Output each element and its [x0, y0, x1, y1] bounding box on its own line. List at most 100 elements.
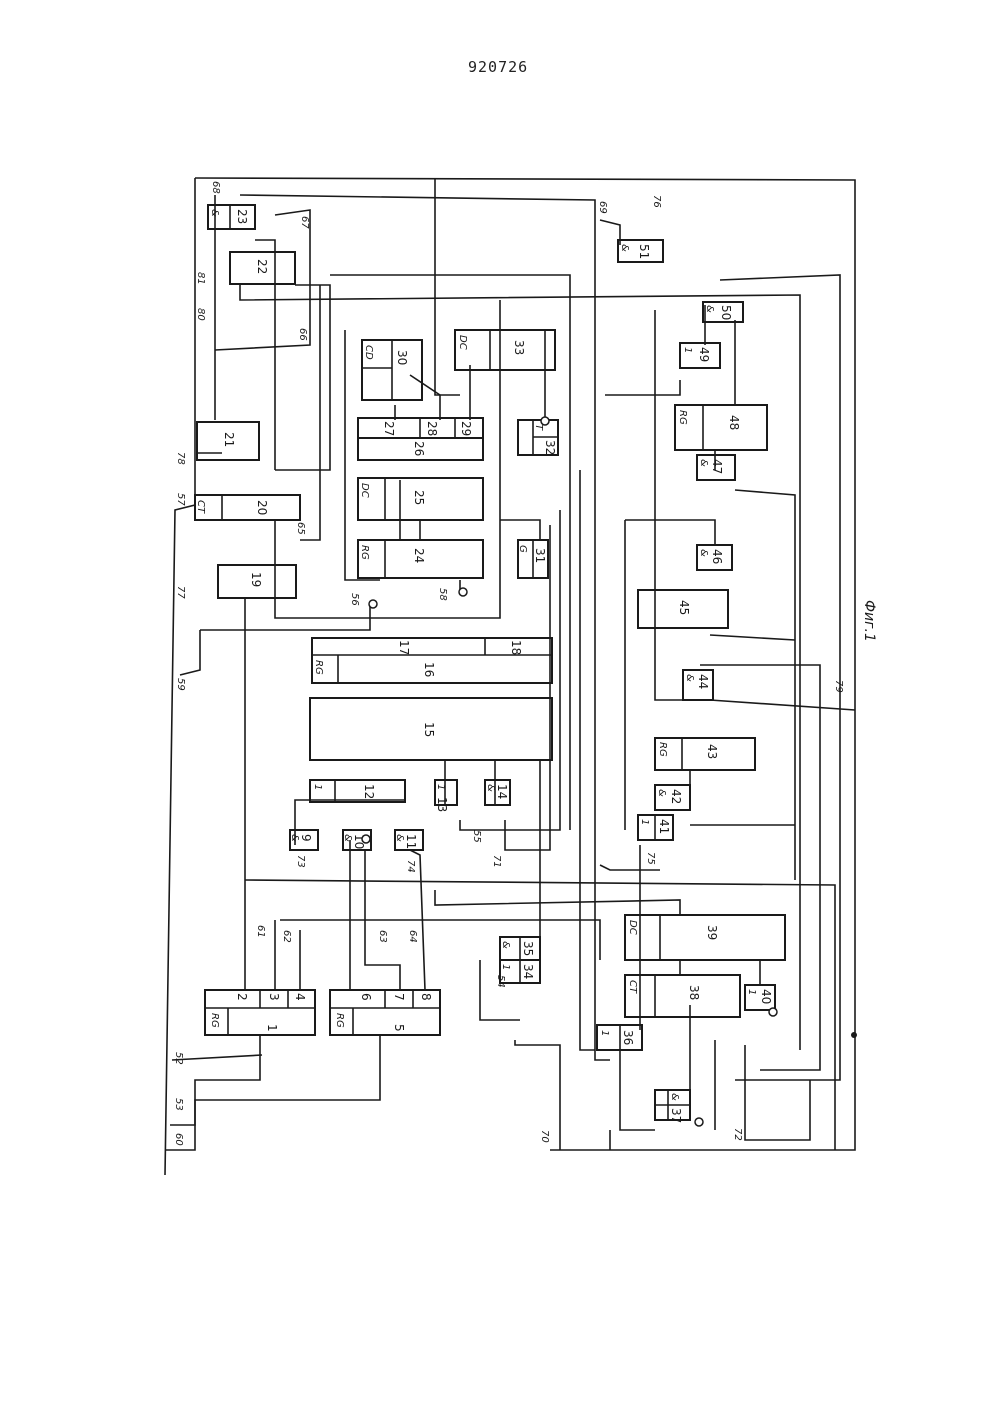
- block-label: 24: [412, 548, 426, 563]
- block-type-label: 1: [639, 819, 650, 825]
- block-label: 21: [222, 432, 236, 447]
- block-label: 17: [397, 640, 411, 655]
- wire-label: 80: [195, 308, 206, 321]
- block-label: 9: [299, 834, 313, 842]
- wire-label: 60: [173, 1133, 184, 1146]
- block-label: 25: [412, 490, 426, 505]
- wire-labels: 52 53 54 55 56 57 58 59 60 61 62 63 64 6…: [173, 181, 844, 1146]
- block-type-label: G: [517, 545, 528, 553]
- block-label: 14: [495, 784, 509, 799]
- block-label: 48: [727, 415, 741, 430]
- block-type-label: &: [289, 834, 300, 842]
- block-type-label: &: [394, 834, 405, 842]
- wire-label: 72: [732, 1128, 743, 1141]
- wire-label: 59: [175, 678, 186, 691]
- block-type-label: DC: [627, 920, 638, 935]
- block-type-label: RG: [334, 1013, 345, 1028]
- wire-label: 79: [833, 680, 844, 693]
- wire-label: 81: [195, 272, 206, 285]
- blocks: [195, 205, 785, 1120]
- block-label: 19: [249, 572, 263, 587]
- block-label: 5: [392, 1024, 406, 1032]
- wire-label: 58: [437, 588, 448, 601]
- wire-label: 63: [377, 930, 388, 943]
- block-type-label: CT: [627, 980, 638, 994]
- block-label: 3: [267, 993, 281, 1001]
- block-label: 51: [637, 244, 651, 259]
- block-label: 37: [669, 1108, 683, 1123]
- block-label: 41: [657, 819, 671, 834]
- block-type-label: &: [209, 209, 220, 217]
- block-label: 23: [235, 209, 249, 224]
- block-label: 44: [696, 674, 710, 689]
- block-33: [455, 330, 555, 370]
- block-label: 29: [459, 421, 473, 436]
- wire-label: 52: [173, 1052, 184, 1065]
- block-label: 47: [710, 459, 724, 474]
- block-label: 34: [521, 964, 535, 979]
- block-type-label: &: [698, 549, 709, 557]
- block-label: 1: [265, 1024, 279, 1032]
- wire-label: 56: [349, 593, 360, 606]
- block-label: 11: [404, 834, 418, 849]
- wire-label: 71: [491, 855, 502, 868]
- block-type-label: RG: [313, 660, 324, 675]
- block-label: 43: [705, 744, 719, 759]
- wire-label: 66: [297, 328, 308, 341]
- block-label: 46: [710, 549, 724, 564]
- block-label: 8: [419, 993, 433, 1001]
- block-type-label: 1: [500, 964, 511, 970]
- block-label: 26: [412, 441, 426, 456]
- block-type-label: DC: [359, 483, 370, 498]
- block-type-label: &: [698, 459, 709, 467]
- wire-label: 78: [175, 452, 186, 465]
- block-label: 35: [521, 941, 535, 956]
- wire-label: 55: [471, 830, 482, 843]
- block-type-label: DC: [457, 335, 468, 350]
- wire-label: 73: [295, 855, 306, 868]
- wire-label: 57: [175, 493, 186, 506]
- block-type-label: 1: [312, 784, 323, 790]
- block-label: 31: [533, 548, 547, 563]
- block-label: 39: [705, 925, 719, 940]
- wire-label: 68: [210, 181, 221, 194]
- block-type-label: 1: [746, 989, 757, 995]
- block-type-label: &: [619, 244, 630, 252]
- wire-label: 65: [295, 522, 306, 535]
- wire-label: 77: [175, 586, 186, 599]
- block-type-label: RG: [677, 410, 688, 425]
- block-label: 18: [509, 640, 523, 655]
- block-label: 20: [255, 500, 269, 515]
- block-label: 22: [255, 259, 269, 274]
- block-label: 6: [359, 993, 373, 1001]
- wire-label: 53: [173, 1098, 184, 1111]
- block-type-label: RG: [359, 545, 370, 560]
- block-20: [195, 495, 300, 520]
- block-type-label: CT: [195, 500, 206, 514]
- block-label: 16: [422, 662, 436, 677]
- block-label: 50: [719, 305, 733, 320]
- block-type-label: T: [533, 424, 544, 431]
- wire-label: 61: [255, 925, 266, 938]
- block-type-label: 1: [599, 1030, 610, 1036]
- block-label: 49: [697, 347, 711, 362]
- block-type-label: 1: [435, 784, 446, 790]
- block-type-label: &: [704, 305, 715, 313]
- block-type-label: CD: [363, 345, 374, 360]
- block-39: [625, 915, 785, 960]
- block-type-label: &: [669, 1093, 680, 1101]
- block-label: 28: [425, 421, 439, 436]
- wire-label: 69: [597, 201, 608, 214]
- block-38: [625, 975, 740, 1017]
- wire-label: 67: [299, 216, 310, 229]
- figure-caption: Фиг.1: [861, 600, 877, 642]
- block-type-label: &: [500, 941, 511, 949]
- block-label: 15: [422, 722, 436, 737]
- block-label: 32: [543, 440, 557, 455]
- block-label: 13: [435, 797, 449, 812]
- block-label: 12: [362, 784, 376, 799]
- block-label: 36: [621, 1030, 635, 1045]
- block-43: [655, 738, 755, 770]
- block-type-label: RG: [209, 1013, 220, 1028]
